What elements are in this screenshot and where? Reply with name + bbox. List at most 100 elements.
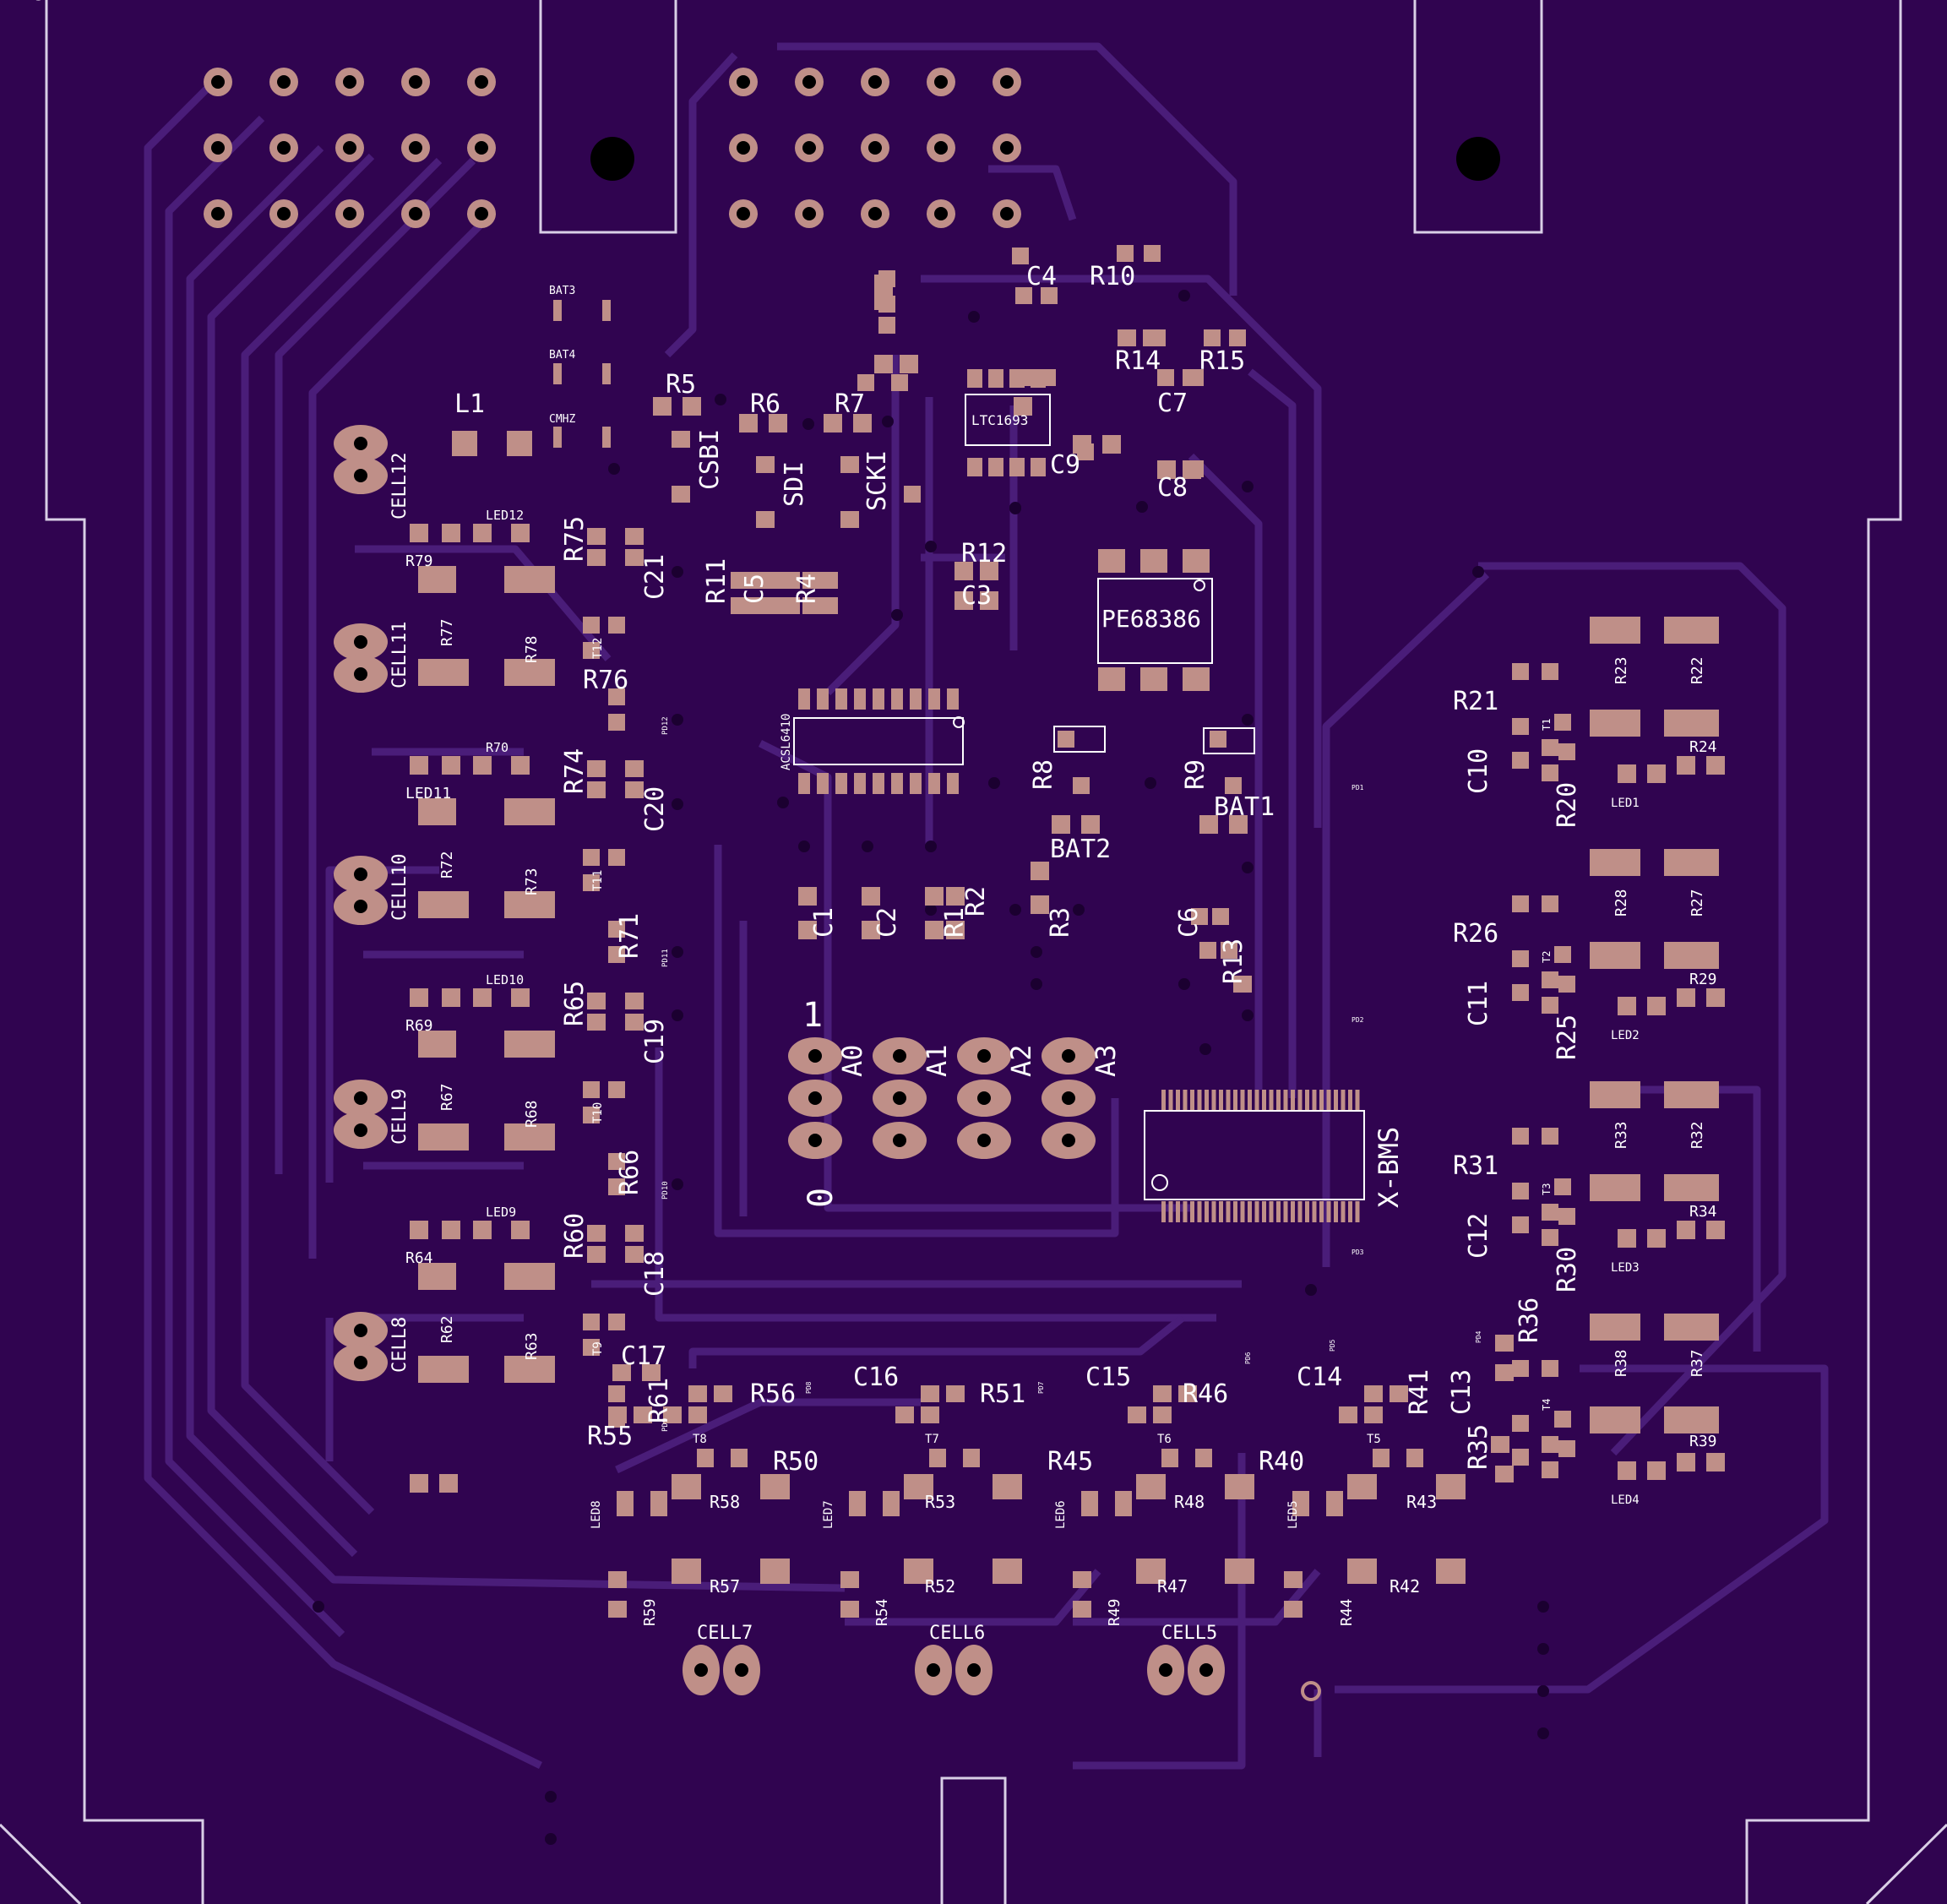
xbms-pin	[1262, 1201, 1266, 1222]
smd-pad	[1706, 1221, 1725, 1239]
cell-label: CELL9	[389, 1089, 411, 1145]
bat1-pad	[1058, 731, 1074, 748]
power-resistor-pad	[993, 1474, 1022, 1499]
part-label: C6	[1174, 907, 1204, 938]
led-pad	[473, 1221, 492, 1239]
part-label: PD5	[1329, 1339, 1336, 1352]
ltc1693-pin	[1009, 369, 1025, 388]
via	[1242, 714, 1254, 726]
r12-pad	[1102, 435, 1121, 454]
via	[1537, 1685, 1549, 1697]
via	[882, 416, 894, 427]
power-resistor-pad	[418, 1356, 469, 1383]
ic-outlines	[793, 394, 1365, 1200]
smd-pad	[1495, 1466, 1514, 1482]
power-resistor-pad	[1436, 1474, 1466, 1499]
led-pad	[1647, 764, 1666, 783]
part-label: R56	[750, 1379, 796, 1409]
led-pad	[1647, 1229, 1666, 1248]
power-resistor-pad	[1590, 1174, 1640, 1201]
part-label: R76	[583, 666, 628, 695]
smd-pad	[1542, 739, 1558, 756]
smd-pad	[862, 887, 880, 906]
smd-pad	[587, 1246, 606, 1263]
part-label: R55	[587, 1422, 633, 1451]
mosfet-pad	[608, 1081, 625, 1098]
part-label: R29	[1689, 971, 1717, 988]
smd-pad	[587, 549, 606, 566]
r14-pad	[1015, 287, 1032, 304]
part-label: R70	[486, 740, 509, 755]
smd-pad	[612, 1364, 631, 1381]
via	[1199, 1043, 1211, 1055]
power-resistor-pad	[1347, 1559, 1377, 1584]
power-resistor-pad	[1590, 1081, 1640, 1108]
part-label: R68	[523, 1100, 541, 1128]
cell-connector-drill	[354, 868, 367, 881]
r10-pad	[874, 291, 893, 310]
address-jumper-label: A0	[836, 1044, 868, 1077]
xbms-pin	[1176, 1090, 1180, 1111]
part-label: T7	[925, 1433, 939, 1446]
led-bias-pad	[410, 524, 428, 542]
acsl6410-pin	[891, 688, 903, 710]
smd-pad	[1512, 718, 1529, 735]
xbms-pin	[1319, 1090, 1324, 1111]
smd-pad	[891, 374, 908, 391]
smd-pad	[1542, 1128, 1558, 1145]
cell-label: CELL8	[389, 1317, 411, 1373]
smd-pad	[802, 597, 821, 614]
smd-pad	[798, 887, 817, 906]
led-bias-pad	[410, 1221, 428, 1239]
acsl6410-pin	[835, 773, 847, 794]
via	[1031, 978, 1042, 990]
part-label: R48	[1174, 1492, 1205, 1512]
part-label: PD10	[661, 1181, 670, 1200]
part-label: PD6	[1244, 1352, 1252, 1364]
smd-pad	[1542, 1229, 1558, 1246]
part-label: R50	[773, 1447, 819, 1477]
mosfet-pad	[697, 1449, 714, 1467]
header2-drill	[737, 75, 750, 89]
smd-pad	[1495, 1364, 1514, 1381]
xbms-pin	[1205, 1090, 1209, 1111]
power-resistor-pad	[904, 1559, 933, 1584]
part-label: R16	[0, 0, 46, 7]
address-jumper-drill	[977, 1049, 991, 1063]
via	[1242, 1009, 1254, 1021]
smd-pad	[731, 572, 749, 589]
smd-pad	[625, 1246, 644, 1263]
power-resistor-pad	[1664, 710, 1719, 737]
cell-label: CELL11	[389, 622, 411, 688]
pe68386-pin	[1098, 667, 1125, 691]
address-jumper-label: A2	[1005, 1044, 1037, 1077]
acsl6410-pin	[817, 688, 829, 710]
xbms-pin	[1254, 1201, 1259, 1222]
part-label: LED7	[822, 1500, 835, 1529]
xbms-pin	[1168, 1090, 1173, 1111]
cell-connector-drill	[694, 1663, 708, 1677]
mosfet-pad	[583, 642, 600, 659]
smd-pad	[608, 921, 625, 938]
via	[925, 541, 937, 552]
via	[545, 1833, 557, 1845]
mounting-hole-right	[1456, 137, 1500, 181]
part-label: R23	[1613, 656, 1630, 684]
smd-pad	[1073, 1601, 1091, 1618]
smd-pad	[840, 1601, 859, 1618]
part-label: PD1	[1351, 784, 1364, 792]
led-pad	[1647, 1461, 1666, 1480]
power-resistor-pad	[1225, 1559, 1254, 1584]
part-label: R53	[925, 1492, 955, 1512]
via	[988, 777, 1000, 789]
address-jumper-drill	[808, 1049, 822, 1063]
l1-pad	[507, 431, 532, 456]
smd-pad	[748, 572, 766, 589]
r17-pad	[1212, 908, 1229, 925]
part-label: C3	[961, 581, 992, 611]
part-label: R62	[438, 1315, 456, 1343]
part-label: BAT3	[549, 285, 575, 297]
smd-pad	[1677, 988, 1695, 1007]
part-label: R31	[1453, 1151, 1498, 1181]
